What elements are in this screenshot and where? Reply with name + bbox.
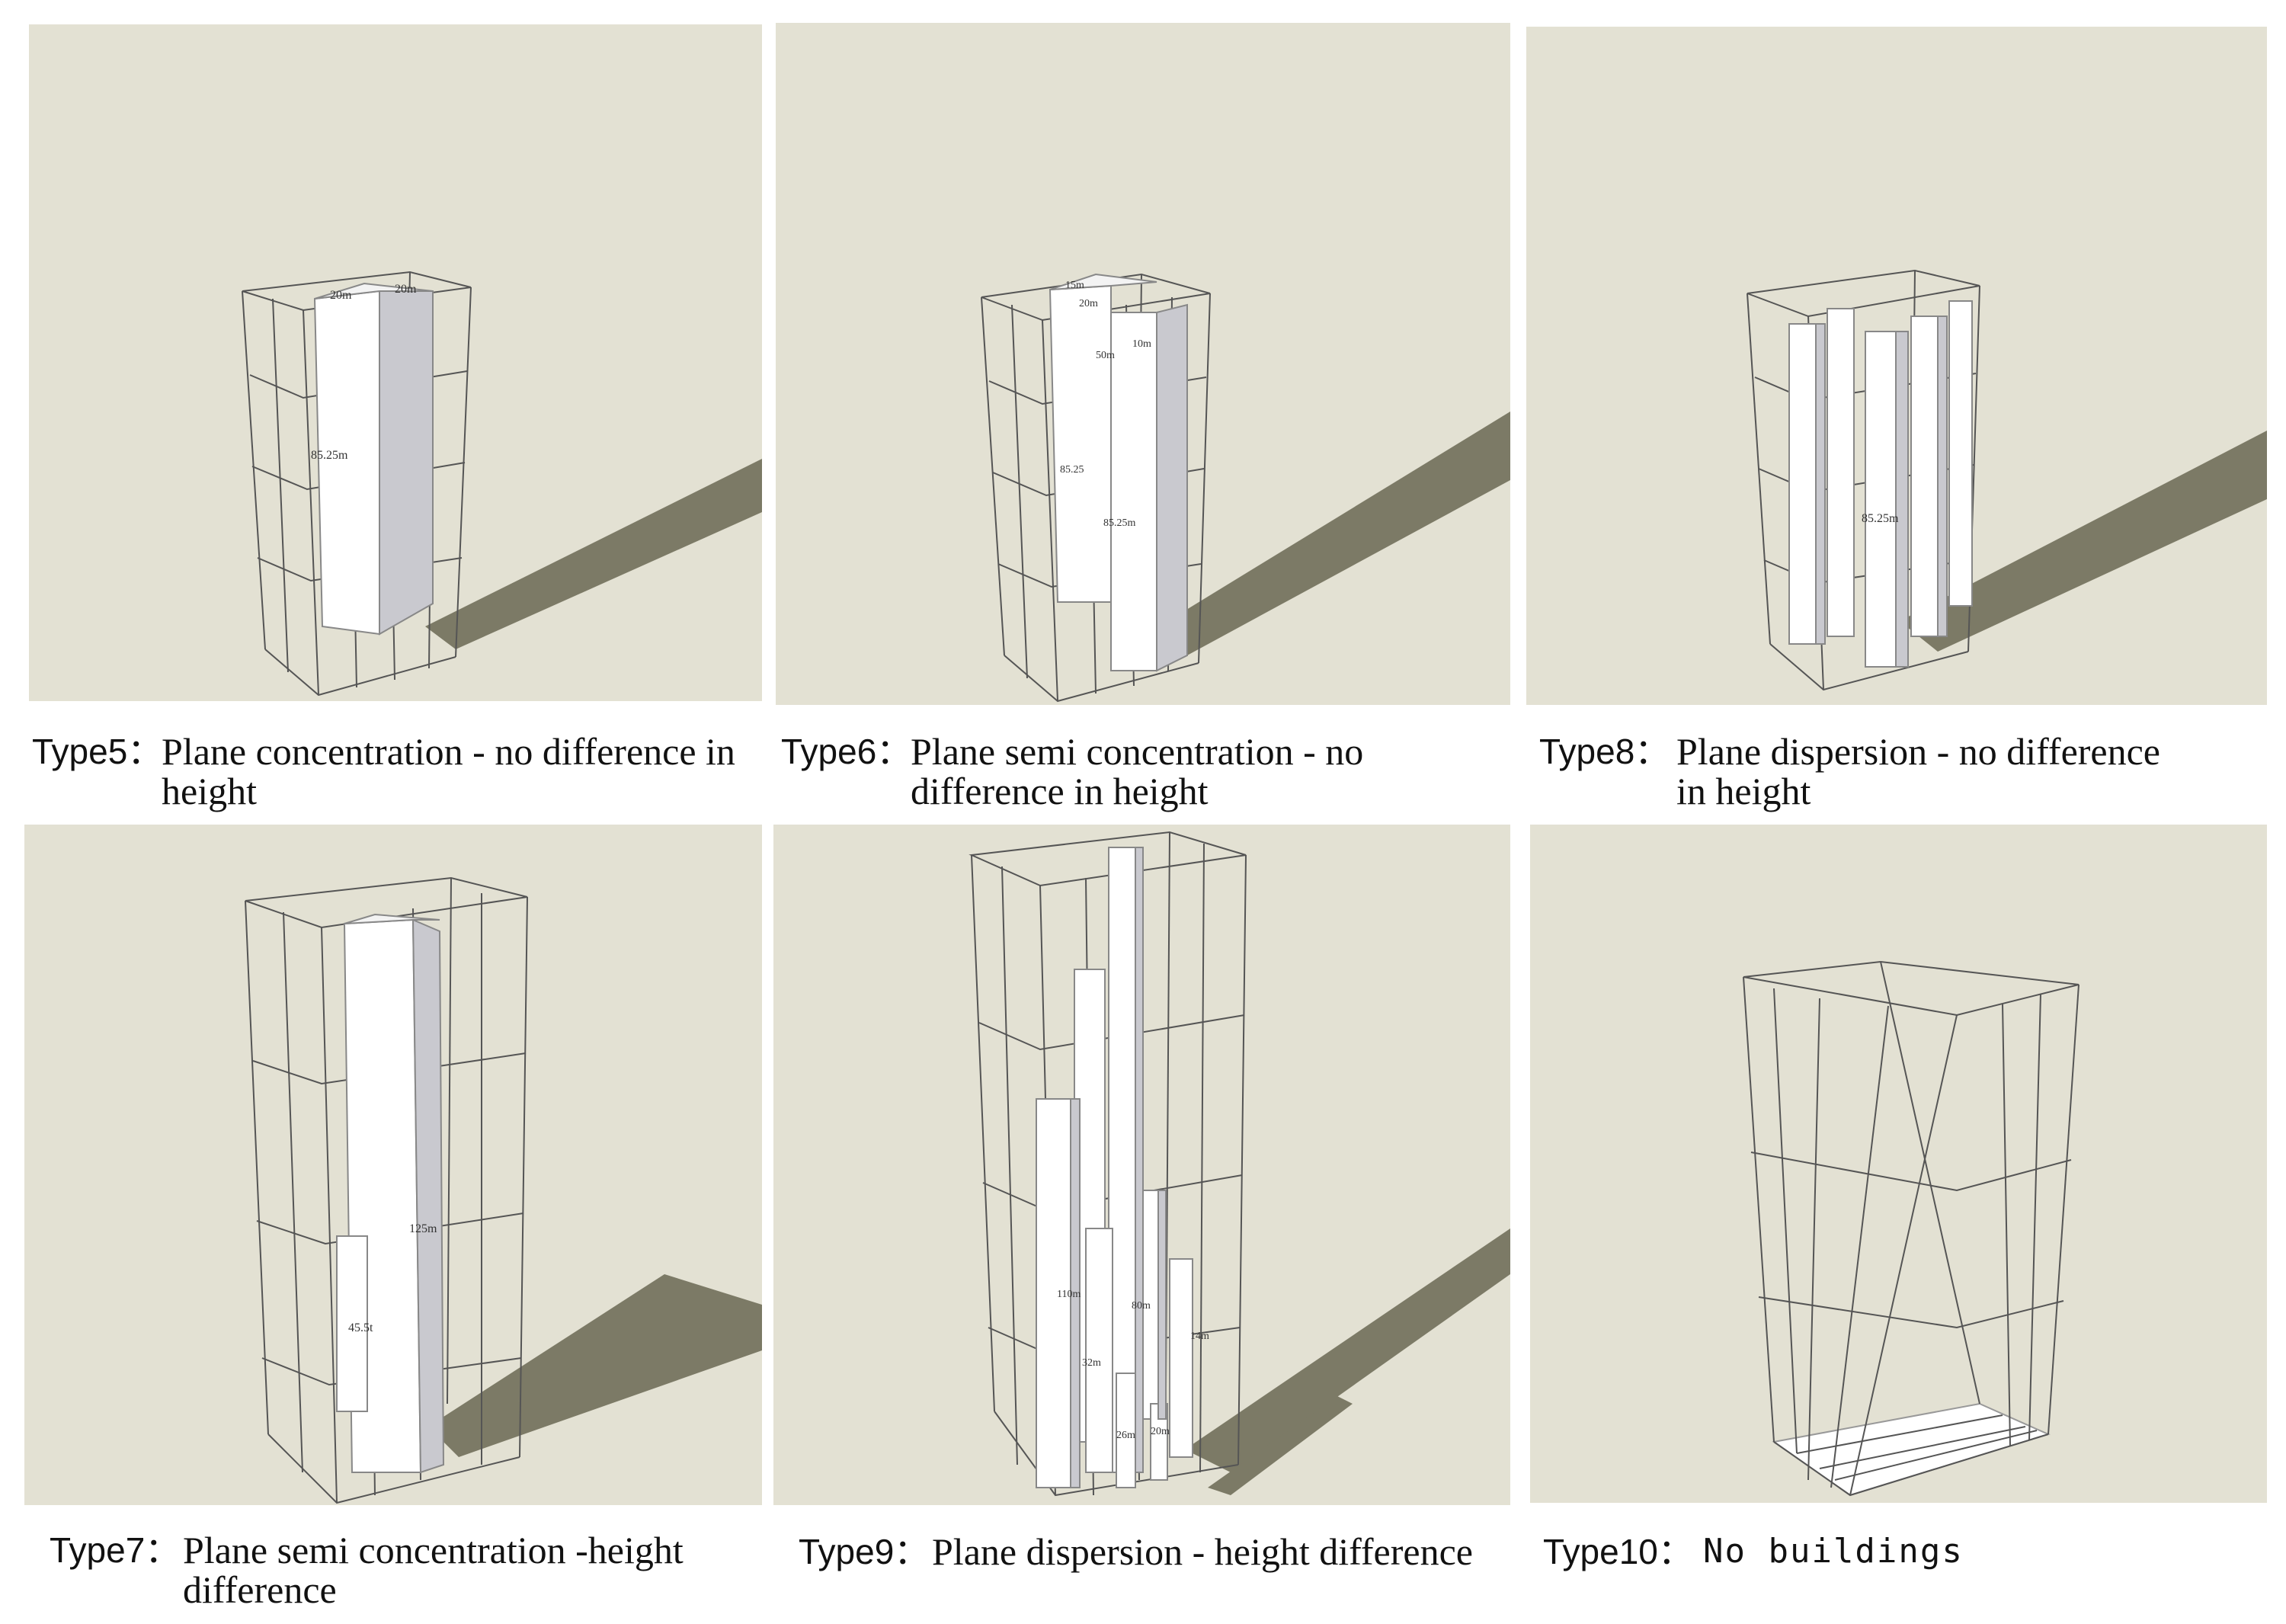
caption-text: No buildings (1703, 1532, 1964, 1571)
dimension-label: 15m (1065, 280, 1084, 291)
building-model-type8: 85.25m (1747, 269, 2267, 691)
diagram-panel-type6: 15m 20m 10m 50m 85.25 85.25m (776, 23, 1510, 705)
dimension-label: 110m (1057, 1289, 1081, 1300)
dimension-label: 85.25m (311, 449, 348, 462)
caption-text: Plane semi concentration -height differe… (183, 1529, 684, 1611)
dimension-label: 125m (409, 1222, 437, 1235)
dimension-label: 45.5t (348, 1321, 373, 1334)
building-model-type7: 125m 45.5t (245, 876, 762, 1504)
diagram-panel-type10 (1530, 825, 2267, 1503)
building-model-type9: 110m 80m 32m 26m 20m 14m (969, 831, 1510, 1497)
dimension-label: 20m (330, 289, 352, 302)
dimension-label: 80m (1132, 1300, 1151, 1312)
dimension-label: 85.25 (1060, 464, 1084, 476)
caption-type5: Type5：Plane concentration - no differenc… (32, 732, 764, 811)
dimension-label: 85.25m (1862, 512, 1899, 525)
diagram-panel-type7: 125m 45.5t (24, 825, 762, 1505)
caption-text: Plane dispersion - no difference in heig… (1676, 730, 2160, 812)
dimension-label: 85.25m (1103, 517, 1136, 529)
type-label: Type9： (799, 1532, 930, 1571)
dimension-label: 14m (1190, 1331, 1209, 1342)
diagram-panel-type8: 85.25m (1526, 27, 2267, 705)
building-model-type5: 20m 20m 85.25m (242, 271, 762, 697)
dimension-label: 20m (395, 283, 417, 296)
caption-text: Plane semi concentration - no difference… (911, 730, 1364, 812)
dimension-label: 26m (1116, 1430, 1135, 1441)
type-label: Type6： (781, 732, 912, 771)
building-model-type6: 15m 20m 10m 50m 85.25 85.25m (981, 273, 1510, 703)
caption-type6: Type6：Plane semi concentration - no diff… (781, 732, 1513, 811)
caption-type7: Type7：Plane semi concentration -height d… (50, 1530, 766, 1610)
type-label: Type10： (1543, 1532, 1693, 1571)
caption-type8: Type8：Plane dispersion - no difference i… (1539, 732, 2271, 811)
empty-grid-type10 (1743, 960, 2079, 1497)
dimension-label: 32m (1082, 1357, 1101, 1369)
dimension-label: 50m (1096, 350, 1115, 361)
caption-text: Plane concentration - no difference in h… (162, 730, 735, 812)
caption-type10: Type10： No buildings (1543, 1532, 2267, 1571)
caption-type9: Type9：Plane dispersion - height differen… (799, 1532, 1522, 1571)
type-label: Type8： (1539, 732, 1670, 771)
type-label: Type7： (50, 1530, 181, 1570)
caption-text: Plane dispersion - height difference (932, 1530, 1473, 1573)
dimension-label: 20m (1151, 1426, 1170, 1437)
dimension-label: 20m (1079, 298, 1098, 309)
type-label: Type5： (32, 732, 163, 771)
diagram-panel-type5: 20m 20m 85.25m (29, 24, 762, 701)
diagram-panel-type9: 110m 80m 32m 26m 20m 14m (773, 825, 1510, 1505)
dimension-label: 10m (1132, 338, 1151, 350)
